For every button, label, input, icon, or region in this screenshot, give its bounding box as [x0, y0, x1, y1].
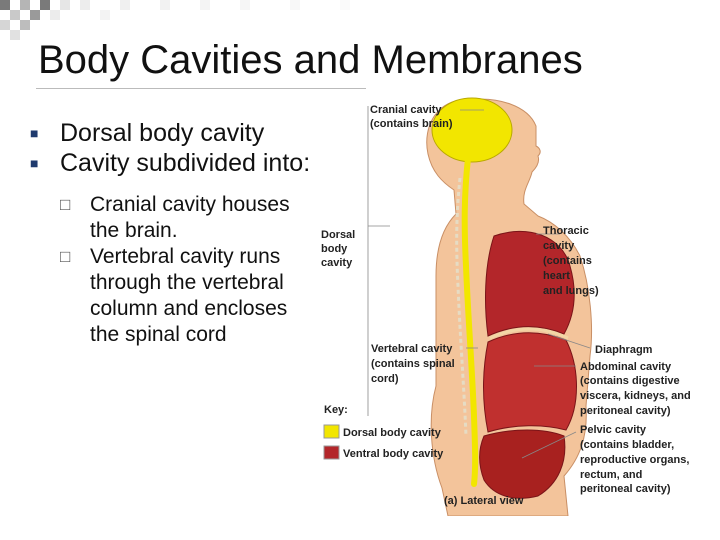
label-pelvic-3: reproductive organs, [580, 454, 689, 466]
key-dorsal-swatch [323, 424, 340, 439]
label-vertebral-1: Vertebral cavity [371, 343, 453, 355]
label-cranial-2: (contains brain) [370, 118, 453, 130]
label-dorsal-2: body [321, 243, 348, 255]
key-ventral-label: Ventral body cavity [343, 448, 444, 460]
square-bullet-icon: ■ [30, 125, 39, 141]
label-thoracic-2: cavity [543, 240, 575, 252]
label-pelvic-4: rectum, and [580, 469, 642, 481]
thoracic-cavity-shape [485, 230, 575, 337]
body-cavities-figure: Cranial cavity (contains brain) Dorsal b… [321, 97, 691, 516]
label-thoracic-1: Thoracic [543, 225, 589, 237]
spinal-cord-shape [461, 155, 479, 487]
label-dorsal-3: cavity [321, 257, 353, 269]
bullet-item: ■ Dorsal body cavity [30, 118, 320, 148]
label-abdominal-1: Abdominal cavity [580, 361, 672, 373]
figure-caption: (a) Lateral view [444, 495, 524, 507]
pelvic-cavity-shape [479, 429, 566, 499]
sub-bullet-item: □ Cranial cavity houses the brain. [60, 192, 320, 244]
label-thoracic-5: and lungs) [543, 285, 599, 297]
sub-bullet-item: □ Vertebral cavity runs through the vert… [60, 244, 320, 348]
label-dorsal-1: Dorsal [321, 229, 355, 241]
label-thoracic-3: (contains [543, 255, 592, 267]
cranial-cavity-shape [431, 97, 513, 163]
hollow-square-bullet-icon: □ [60, 195, 71, 214]
bullet-text: Cavity subdivided into: [60, 149, 311, 177]
square-bullet-icon: ■ [30, 155, 39, 171]
key-ventral-swatch [323, 445, 340, 460]
bullet-item: ■ Cavity subdivided into: [30, 148, 320, 178]
key-heading: Key: [324, 404, 348, 416]
label-cranial-1: Cranial cavity [370, 104, 442, 116]
label-thoracic-4: heart [543, 270, 570, 282]
label-abdominal-4: peritoneal cavity) [580, 405, 671, 417]
bullet-text: Dorsal body cavity [60, 119, 265, 147]
diaphragm-line [489, 327, 569, 340]
label-pelvic-1: Pelvic cavity [580, 424, 647, 436]
label-abdominal-3: viscera, kidneys, and [580, 390, 691, 402]
corner-checker-decoration [0, 0, 440, 48]
vertebral-column [455, 177, 468, 437]
abdominal-cavity-shape [483, 332, 577, 433]
label-vertebral-3: cord) [371, 373, 399, 385]
title-underline [36, 88, 366, 89]
sub-bullet-text: Vertebral cavity runs through the verteb… [90, 245, 288, 346]
key-dorsal-label: Dorsal body cavity [343, 427, 442, 439]
hollow-square-bullet-icon: □ [60, 247, 71, 266]
bullet-list: ■ Dorsal body cavity ■ Cavity subdivided… [30, 118, 320, 348]
slide-title: Body Cavities and Membranes [38, 38, 583, 82]
label-pelvic-5: peritoneal cavity) [580, 483, 671, 495]
label-vertebral-2: (contains spinal [371, 358, 455, 370]
sub-bullet-text: Cranial cavity houses the brain. [90, 193, 290, 242]
label-abdominal-2: (contains digestive [580, 375, 680, 387]
label-pelvic-2: (contains bladder, [580, 439, 674, 451]
label-diaphragm: Diaphragm [595, 344, 653, 356]
